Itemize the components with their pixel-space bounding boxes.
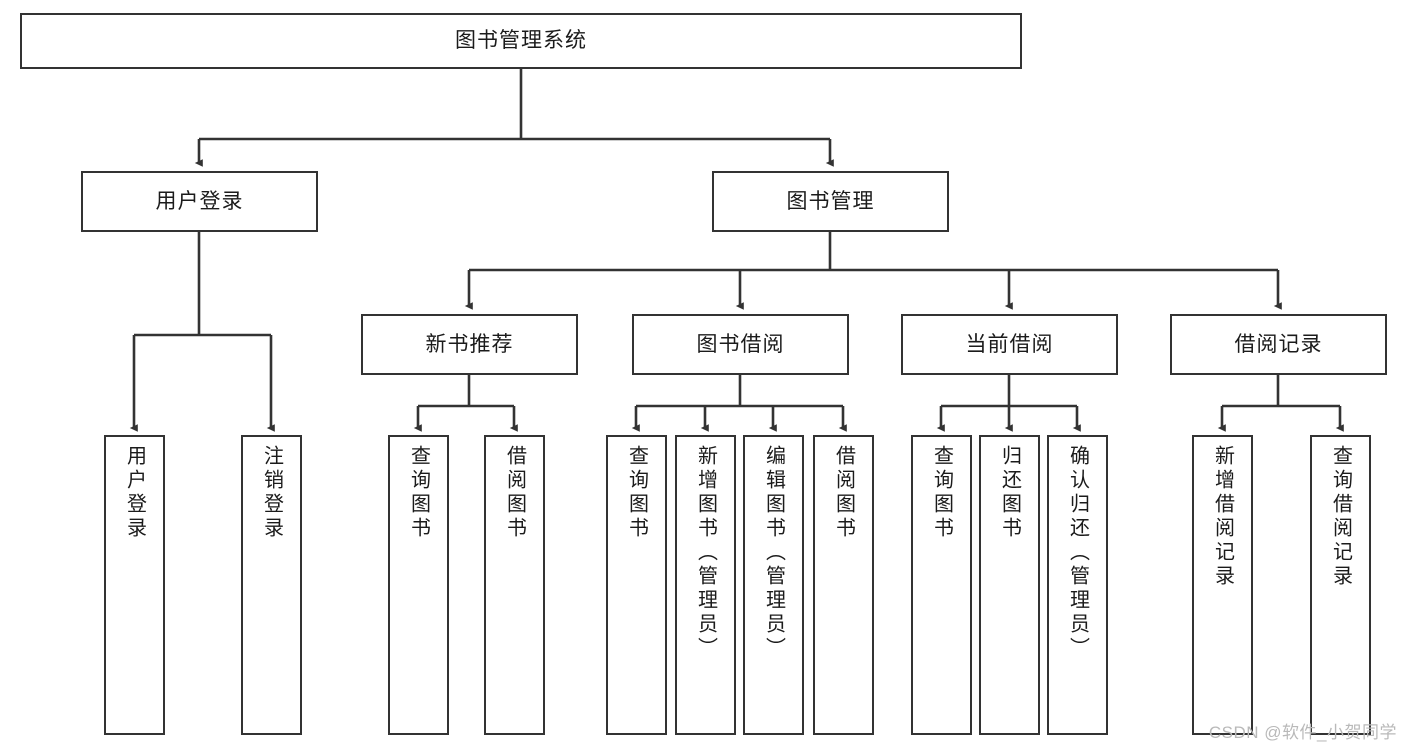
node-label: 图书借阅 bbox=[696, 332, 785, 356]
node-label: 用户登录 bbox=[155, 189, 244, 213]
leaf-query-book-current[interactable]: 查询图书 bbox=[911, 435, 972, 735]
node-new-book-recommend[interactable]: 新书推荐 bbox=[361, 314, 578, 375]
leaf-return-book[interactable]: 归还图书 bbox=[979, 435, 1040, 735]
node-label: 当前借阅 bbox=[965, 332, 1054, 356]
node-label: 借阅图书 bbox=[503, 445, 526, 541]
node-label: 查询借阅记录 bbox=[1329, 445, 1352, 589]
leaf-borrow-book-recommend[interactable]: 借阅图书 bbox=[484, 435, 545, 735]
node-book-borrow[interactable]: 图书借阅 bbox=[632, 314, 849, 375]
node-label: 图书管理系统 bbox=[455, 29, 587, 53]
node-label: 新书推荐 bbox=[425, 332, 514, 356]
watermark-text: CSDN @软件_小贺同学 bbox=[1208, 723, 1397, 742]
node-book-management[interactable]: 图书管理 bbox=[712, 171, 949, 232]
leaf-confirm-return-admin[interactable]: 确认归还（管理员） bbox=[1047, 435, 1108, 735]
leaf-user-login[interactable]: 用户登录 bbox=[104, 435, 165, 735]
leaf-add-borrow-record[interactable]: 新增借阅记录 bbox=[1192, 435, 1253, 735]
node-current-borrow[interactable]: 当前借阅 bbox=[901, 314, 1118, 375]
leaf-logout-login[interactable]: 注销登录 bbox=[241, 435, 302, 735]
node-label: 确认归还（管理员） bbox=[1066, 445, 1089, 661]
node-label: 编辑图书（管理员） bbox=[762, 445, 785, 661]
leaf-query-book-recommend[interactable]: 查询图书 bbox=[388, 435, 449, 735]
node-label: 图书管理 bbox=[786, 189, 875, 213]
leaf-add-book-admin[interactable]: 新增图书（管理员） bbox=[675, 435, 736, 735]
node-label: 归还图书 bbox=[998, 445, 1021, 541]
node-user-login[interactable]: 用户登录 bbox=[81, 171, 318, 232]
leaf-borrow-book[interactable]: 借阅图书 bbox=[813, 435, 874, 735]
leaf-query-book-borrow[interactable]: 查询图书 bbox=[606, 435, 667, 735]
node-label: 查询图书 bbox=[930, 445, 953, 541]
node-label: 新增图书（管理员） bbox=[694, 445, 717, 661]
node-label: 新增借阅记录 bbox=[1211, 445, 1234, 589]
leaf-query-borrow-record[interactable]: 查询借阅记录 bbox=[1310, 435, 1371, 735]
leaf-edit-book-admin[interactable]: 编辑图书（管理员） bbox=[743, 435, 804, 735]
node-root-book-management-system[interactable]: 图书管理系统 bbox=[20, 13, 1022, 69]
node-borrow-record[interactable]: 借阅记录 bbox=[1170, 314, 1387, 375]
node-label: 借阅图书 bbox=[832, 445, 855, 541]
node-label: 用户登录 bbox=[123, 445, 146, 541]
node-label: 查询图书 bbox=[625, 445, 648, 541]
node-label: 注销登录 bbox=[260, 445, 283, 541]
node-label: 借阅记录 bbox=[1234, 332, 1323, 356]
node-label: 查询图书 bbox=[407, 445, 430, 541]
